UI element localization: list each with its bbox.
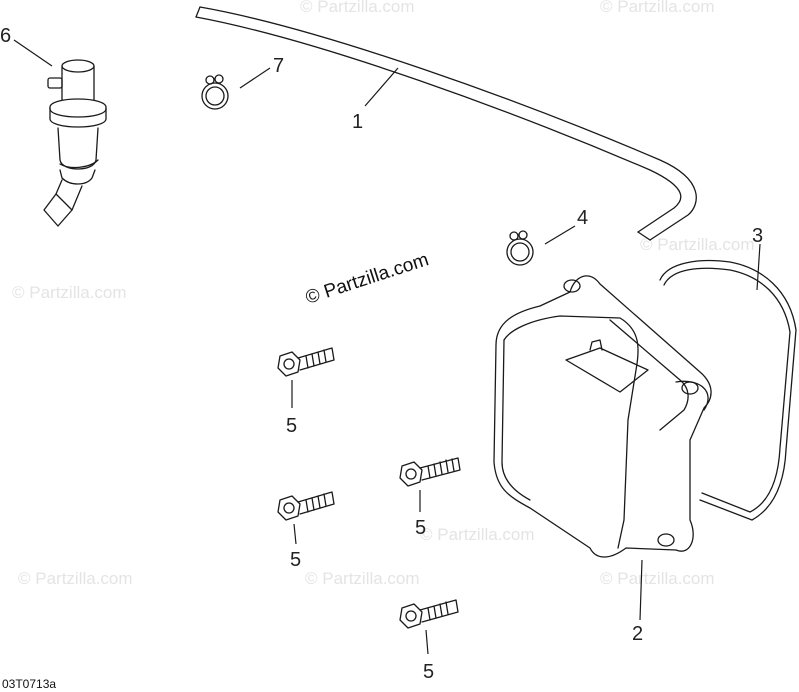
callout-1: 1	[352, 111, 363, 133]
watermark: © Partzilla.com	[640, 235, 755, 254]
watermark: © Partzilla.com	[18, 569, 133, 588]
part-7-clamp	[201, 67, 271, 110]
watermark: © Partzilla.com	[600, 0, 715, 16]
watermark: © Partzilla.com	[300, 0, 415, 16]
part-6-breather-valve	[13, 39, 107, 227]
callout-4: 4	[577, 207, 588, 229]
part-5-bolt	[399, 457, 461, 512]
part-5-bolt	[277, 347, 335, 408]
part-2-valve-cover	[493, 275, 712, 621]
callout-5: 5	[423, 661, 434, 683]
callout-5: 5	[290, 549, 301, 571]
part-4-clamp	[506, 225, 576, 266]
part-3-gasket	[659, 243, 797, 521]
part-5-bolt	[277, 491, 335, 545]
callout-6: 6	[0, 25, 11, 47]
callout-2: 2	[632, 623, 643, 645]
callout-7: 7	[273, 55, 284, 77]
watermark: © Partzilla.com	[600, 569, 715, 588]
watermark: © Partzilla.com	[12, 283, 127, 302]
callout-3: 3	[752, 225, 763, 247]
copyright-text: © Partzilla.com	[303, 249, 431, 309]
watermark: © Partzilla.com	[420, 525, 535, 544]
callout-5: 5	[286, 415, 297, 437]
watermark: © Partzilla.com	[305, 569, 420, 588]
part-1-hose	[195, 6, 697, 241]
watermark-layer: © Partzilla.com © Partzilla.com © Partzi…	[12, 0, 755, 588]
diagram-reference-code: 03T0713a	[2, 677, 56, 691]
callout-5: 5	[415, 517, 426, 539]
part-5-bolt	[399, 599, 459, 655]
